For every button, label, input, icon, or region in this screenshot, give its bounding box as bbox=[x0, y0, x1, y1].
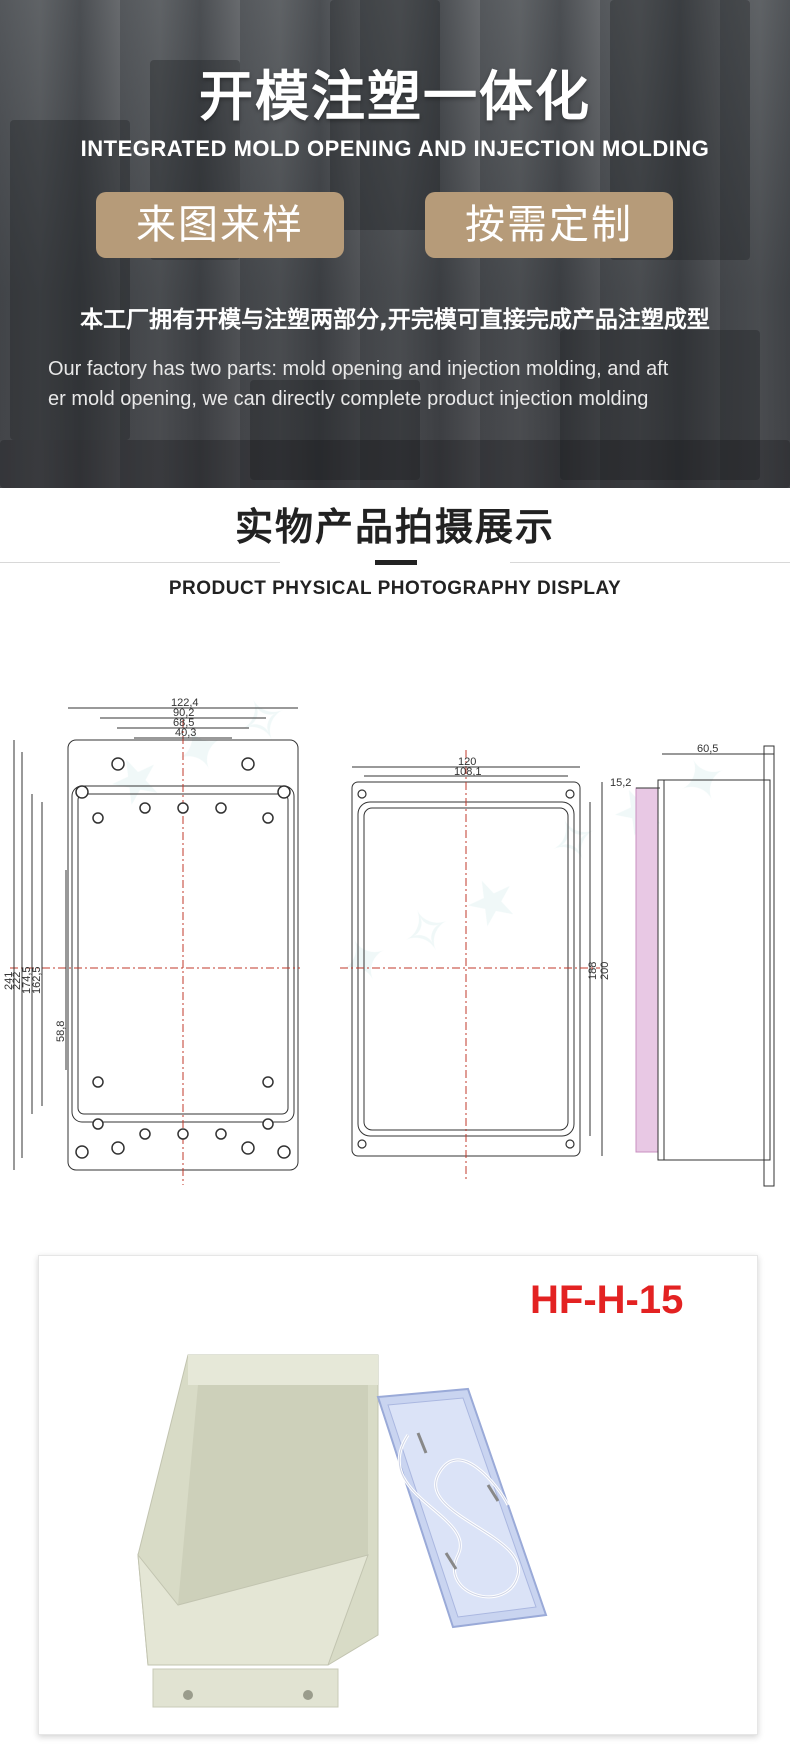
screw-3 bbox=[444, 1552, 458, 1570]
side-dim-labels: 60,5 15,2 bbox=[610, 743, 718, 789]
pill-custom-drawing: 来图来样 bbox=[96, 192, 344, 258]
svg-text:✦ ✧ ★: ✦ ✧ ★ bbox=[327, 859, 531, 1004]
transparent-lid bbox=[376, 1387, 548, 1629]
side-body bbox=[657, 779, 771, 1161]
pill-on-demand: 按需定制 bbox=[425, 192, 673, 258]
section-subtitle: PRODUCT PHYSICAL PHOTOGRAPHY DISPLAY bbox=[168, 578, 622, 599]
side-lid-profile bbox=[635, 787, 659, 1153]
section-divider-right bbox=[510, 562, 790, 563]
svg-text:★ ✦ ✧: ★ ✦ ✧ bbox=[97, 690, 301, 824]
section-divider-left bbox=[0, 562, 280, 563]
lid-dim-labels: 120 108,1 188 200 bbox=[454, 756, 611, 980]
side-view bbox=[635, 745, 775, 1187]
front-dim-labels: 122,4 90,2 68,5 40,3 241 222 174,5 162,5… bbox=[3, 697, 199, 1042]
factory-machine-shape bbox=[560, 330, 760, 480]
hero-description-en-line1: Our factory has two parts: mold opening … bbox=[48, 358, 669, 380]
dim-label: 58,8 bbox=[55, 1021, 67, 1042]
hero-description-en: Our factory has two parts: mold opening … bbox=[48, 354, 758, 414]
model-number: HF-H-15 bbox=[530, 1278, 684, 1322]
dim-label: 68,5 bbox=[173, 717, 194, 729]
product-photo bbox=[137, 1354, 548, 1708]
dim-label: 241 bbox=[3, 972, 15, 990]
dim-label: 60,5 bbox=[697, 743, 718, 755]
screw-2 bbox=[486, 1484, 500, 1502]
hero-banner: 开模注塑一体化 INTEGRATED MOLD OPENING AND INJE… bbox=[0, 0, 790, 488]
factory-floor-shape bbox=[0, 440, 790, 488]
technical-drawing: ★ ✦ ✧ ✦ ✧ ★ ✧ ★ ✦ 122,4 90,2 6 bbox=[3, 690, 775, 1187]
hero-title: 开模注塑一体化 bbox=[199, 65, 591, 128]
screw-1 bbox=[416, 1432, 428, 1454]
dim-label: 222 bbox=[11, 972, 23, 990]
lid-holes bbox=[357, 789, 575, 1149]
dim-label: 122,4 bbox=[171, 697, 199, 709]
hero-description-en-line2: er mold opening, we can directly complet… bbox=[48, 388, 649, 410]
section-accent-bar bbox=[375, 560, 417, 565]
front-inner bbox=[77, 793, 289, 1115]
factory-machine-shape bbox=[250, 380, 420, 480]
dim-label: 108,1 bbox=[454, 766, 482, 778]
section-title: 实物产品拍摄展示 bbox=[234, 505, 555, 549]
factory-worker-shape bbox=[330, 0, 440, 230]
dim-label: 90,2 bbox=[173, 707, 194, 719]
side-flange bbox=[763, 745, 775, 1187]
dim-label: 15,2 bbox=[610, 777, 631, 789]
front-view bbox=[10, 707, 300, 1185]
hero-description-cn: 本工厂拥有开模与注塑两部分,开完模可直接完成产品注塑成型 bbox=[80, 307, 710, 333]
dim-label: 162,5 bbox=[31, 966, 43, 994]
factory-machine-shape bbox=[10, 120, 130, 440]
seal-wire-shadow bbox=[398, 1434, 519, 1598]
lid-view bbox=[340, 750, 603, 1180]
dim-label: 174,5 bbox=[21, 966, 33, 994]
hero-subtitle: INTEGRATED MOLD OPENING AND INJECTION MO… bbox=[80, 136, 710, 161]
front-holes bbox=[75, 757, 291, 1159]
dim-label: 40,3 bbox=[175, 727, 196, 739]
dim-label: 188 bbox=[587, 962, 599, 980]
dim-label: 200 bbox=[599, 962, 611, 980]
enclosure-body bbox=[137, 1354, 379, 1708]
dim-label: 120 bbox=[458, 756, 476, 768]
